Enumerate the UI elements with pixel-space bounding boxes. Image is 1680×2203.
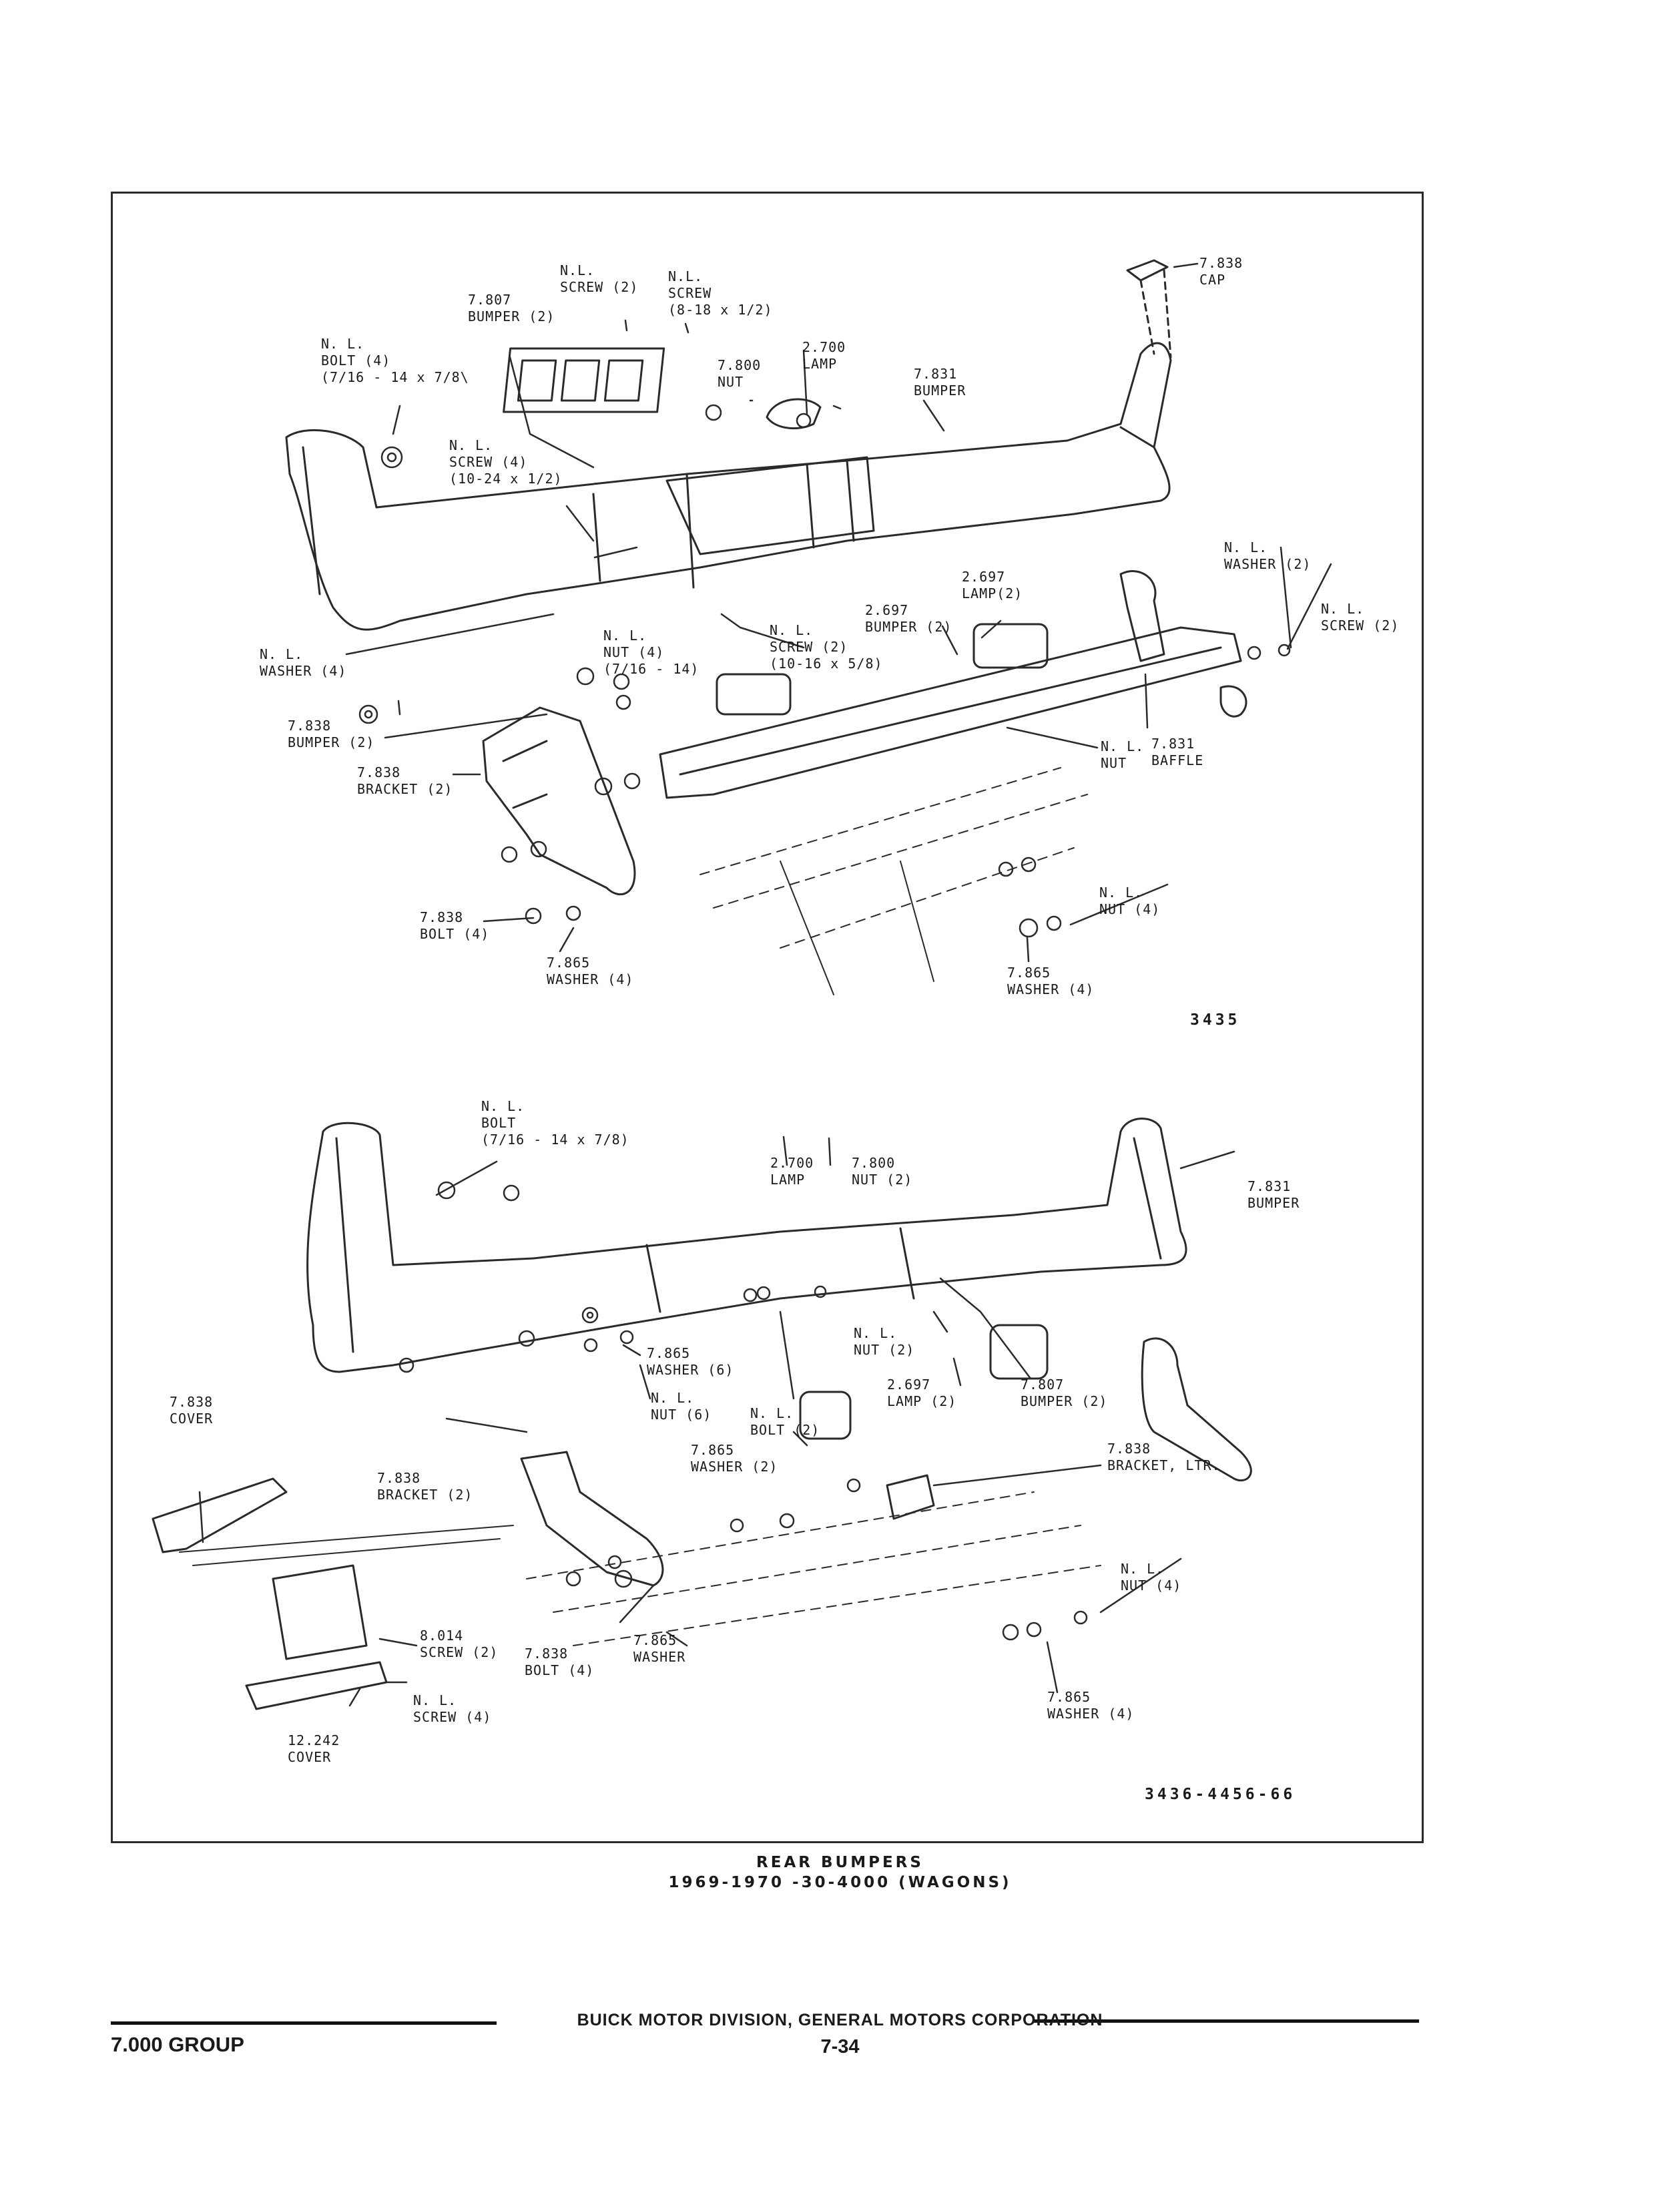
callout-screw-2-right: N. L.SCREW (2)	[1321, 601, 1400, 634]
bottom-right-bracket	[1141, 1337, 1252, 1482]
footer-page-number: 7-34	[820, 2036, 860, 2057]
lamp-2697-right	[972, 623, 1049, 669]
callout-washer-4-left: N. L.WASHER (4)	[260, 646, 347, 679]
license-recess	[665, 456, 875, 555]
callout-washer-2-right: N. L.WASHER (2)	[1224, 539, 1312, 572]
bottom-hardware	[398, 1181, 1088, 1641]
callout-b-screw-4: N. L.SCREW (4)	[413, 1692, 492, 1725]
callout-screw-8-18: N.L.SCREW(8-18 x 1/2)	[668, 268, 773, 318]
caption-title: REAR BUMPERS	[756, 1854, 924, 1871]
callout-nut-7-16: N. L.NUT (4)(7/16 - 14)	[603, 628, 699, 677]
footer-rule-right	[1033, 2019, 1419, 2023]
bottom-bumper-bar	[306, 1118, 1187, 1373]
top-exploded-view-drawing	[285, 259, 1332, 995]
bottom-lamp-right	[989, 1324, 1049, 1380]
callout-b-bolt-2: N. L.BOLT (2)	[750, 1405, 820, 1438]
footer-group: 7.000 GROUP	[111, 2033, 244, 2056]
figure-caption: REAR BUMPERS 1969-1970 -30-4000 (WAGONS)	[0, 1853, 1680, 1893]
left-bracket-part	[482, 706, 636, 895]
bottom-lamp-left	[799, 1391, 852, 1440]
top-bumper-bar	[285, 342, 1172, 631]
cover-7838-part	[152, 1477, 288, 1553]
baffle-part	[659, 626, 1242, 799]
callout-nut-4-right: N. L.NUT (4)	[1099, 885, 1161, 917]
caption-subtitle: 1969-1970 -30-4000 (WAGONS)	[668, 1874, 1012, 1891]
bottom-exploded-view-drawing	[152, 1118, 1252, 1710]
lamp-2697-left	[716, 673, 792, 716]
lamp-2700-part	[766, 398, 822, 430]
callout-screw-2-top: N.L.SCREW (2)	[560, 262, 639, 295]
bottom-leader-lines	[198, 1136, 1235, 1707]
right-bracket-part	[1119, 570, 1165, 662]
top-hardware	[358, 404, 1291, 938]
cap-part	[1126, 259, 1169, 282]
top-leader-lines	[345, 262, 1332, 963]
callout-screw-10-24: N. L.SCREW (4)(10-24 x 1/2)	[449, 437, 563, 487]
callout-nut-center: N. L.NUT	[1101, 738, 1145, 771]
callout-b-nut-6: N. L.NUT (6)	[651, 1390, 712, 1423]
callout-bolt-top: N. L.BOLT (4)(7/16 - 14 x 7/8\	[321, 336, 469, 385]
callout-screw-10-16: N. L.SCREW (2)(10-16 x 5/8)	[770, 622, 883, 672]
callout-b-nut-2: N. L.NUT (2)	[854, 1325, 915, 1358]
footer-division: BUICK MOTOR DIVISION, GENERAL MOTORS COR…	[577, 2011, 1103, 2029]
callout-b-bolt-top: N. L.BOLT(7/16 - 14 x 7/8)	[481, 1098, 629, 1148]
bottom-figure-number: 3436-4456-66	[1145, 1786, 1296, 1803]
callout-b-nut-4: N. L.NUT (4)	[1121, 1561, 1182, 1594]
top-figure-number: 3435	[1190, 1011, 1241, 1029]
cover-12242-part	[245, 1661, 388, 1710]
license-plate	[503, 347, 665, 413]
footer-rule-left	[111, 2021, 497, 2025]
bracket-ltr-part	[886, 1474, 935, 1520]
bottom-left-bracket	[520, 1451, 664, 1587]
